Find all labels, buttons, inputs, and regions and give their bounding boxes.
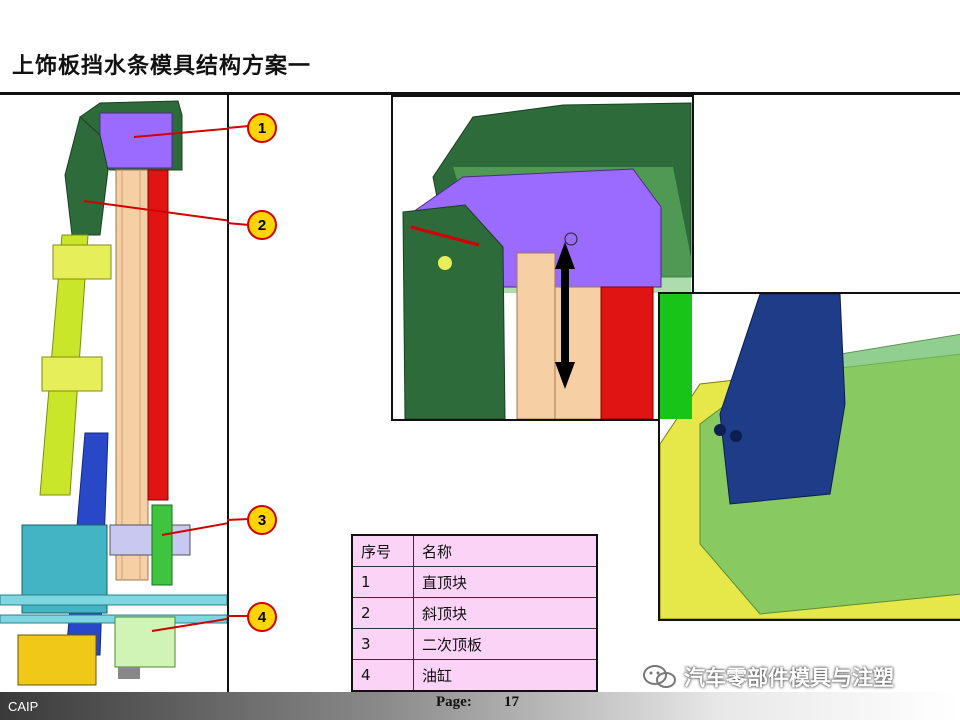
callout-2: 2	[247, 210, 277, 240]
leader-line-3	[161, 522, 227, 536]
row-index: 4	[351, 659, 414, 692]
page-number: 17	[504, 694, 519, 710]
row-name: 油缸	[413, 659, 598, 692]
row-name: 斜顶块	[413, 597, 598, 629]
row-name: 直顶块	[413, 566, 598, 598]
lifter-detail-drawing	[393, 97, 692, 419]
footer-bar	[0, 692, 960, 720]
callout-3: 3	[247, 505, 277, 535]
leader-line-2	[83, 200, 227, 222]
row-name: 二次顶板	[413, 628, 598, 660]
footer-brand: CAIP	[8, 699, 39, 714]
row-index: 3	[351, 628, 414, 660]
mold-assembly-view	[0, 95, 229, 694]
header-name: 名称	[413, 534, 598, 567]
table-row: 4 油缸	[351, 659, 598, 692]
page-label: Page:	[436, 694, 472, 710]
watermark: 汽车零部件模具与注塑	[642, 662, 894, 692]
watermark-text: 汽车零部件模具与注塑	[684, 666, 894, 690]
mold-3d-view	[658, 292, 960, 621]
row-index: 1	[351, 566, 414, 598]
callout-4: 4	[247, 602, 277, 632]
header-index: 序号	[351, 534, 414, 567]
mold-assembly-drawing	[0, 100, 227, 686]
mold-3d-drawing	[660, 294, 960, 619]
leader-line-1	[133, 127, 227, 138]
page-title: 上饰板挡水条模具结构方案一	[12, 53, 312, 79]
leader-line-4	[151, 618, 227, 632]
callout-1: 1	[247, 113, 277, 143]
row-index: 2	[351, 597, 414, 629]
lifter-detail-view	[391, 95, 694, 421]
title-rule	[0, 92, 960, 95]
leader-extensions	[227, 125, 250, 617]
table-row: 2 斜顶块	[351, 597, 598, 629]
wechat-icon	[643, 665, 676, 688]
table-header-row: 序号 名称	[351, 534, 598, 567]
table-row: 1 直顶块	[351, 566, 598, 598]
table-row: 3 二次顶板	[351, 628, 598, 660]
parts-table: 序号 名称 1 直顶块 2 斜顶块 3 二次顶板 4 油缸	[351, 534, 598, 692]
